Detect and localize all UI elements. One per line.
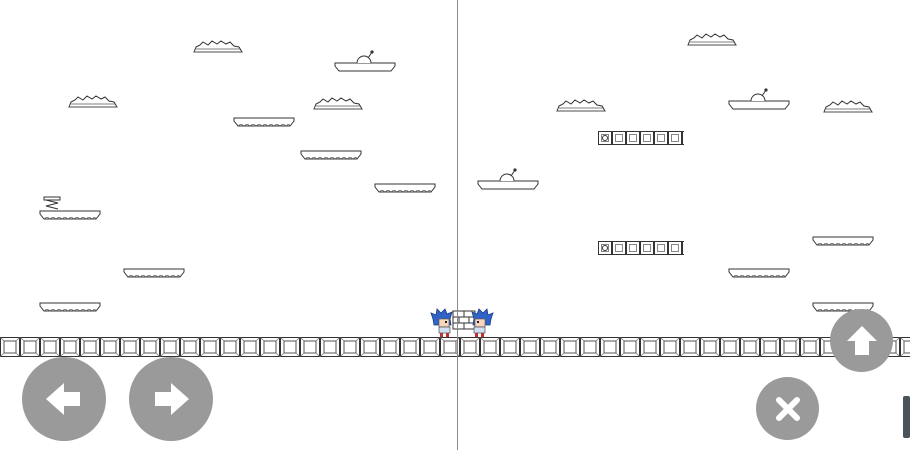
cloud — [556, 99, 606, 112]
switch-platform — [477, 168, 539, 190]
jump-button[interactable] — [830, 309, 893, 372]
ledge-platform — [123, 268, 185, 278]
move-left-button[interactable] — [22, 357, 106, 441]
arrow-right-icon — [155, 383, 189, 415]
ledge-platform — [39, 210, 101, 220]
player-character-left — [430, 308, 453, 337]
cloud — [193, 40, 243, 53]
split-screen-divider — [457, 0, 458, 450]
ground-blocks — [0, 337, 910, 357]
ledge-platform — [233, 117, 295, 127]
scrollbar-handle[interactable] — [903, 396, 910, 438]
cloud — [68, 95, 118, 108]
block-row — [598, 241, 684, 255]
ledge-platform — [728, 268, 790, 278]
arrow-up-icon — [846, 325, 877, 355]
cloud — [687, 33, 737, 46]
ledge-platform — [812, 236, 874, 246]
ledge-platform — [39, 302, 101, 312]
close-icon — [775, 396, 800, 421]
ledge-platform — [374, 183, 436, 193]
arrow-left-icon — [46, 383, 80, 415]
player-character-right — [471, 308, 494, 337]
ledge-platform — [300, 150, 362, 160]
cloud — [313, 97, 363, 110]
switch-platform — [334, 50, 396, 72]
cloud — [823, 100, 873, 113]
switch-platform — [728, 88, 790, 110]
block-row — [598, 131, 684, 145]
cancel-button[interactable] — [756, 377, 819, 440]
move-right-button[interactable] — [129, 357, 213, 441]
spring — [43, 196, 61, 210]
